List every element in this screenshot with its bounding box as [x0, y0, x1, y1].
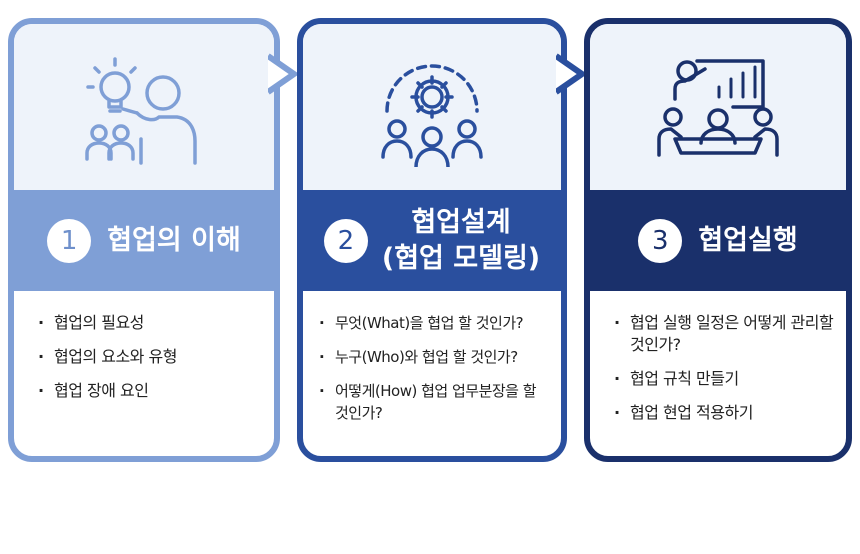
step-1-title-band: 1 협업의 이해: [14, 190, 274, 291]
step-2-bullet: 누구(Who)와 협업 할 것인가?: [317, 346, 551, 368]
step-2-title-line1: 협업설계: [411, 206, 511, 238]
step-1-bullet: 협업 장애 요인: [36, 380, 264, 402]
arrow-right-icon: [268, 53, 300, 95]
step-3-number: 3: [638, 218, 683, 263]
step-1-title: 협업의 이해: [107, 224, 241, 256]
idea-people-icon: [85, 57, 197, 165]
step-3-title-band: 3 협업실행: [590, 190, 846, 291]
step-3-bullet: 협업 현업 적용하기: [612, 402, 836, 424]
step-2-bullet: 무엇(What)을 협업 할 것인가?: [317, 312, 551, 334]
step-card-3: 3 협업실행 협업 실행 일정은 어떻게 관리할 것인가? 협업 규칙 만들기 …: [584, 18, 852, 462]
step-1-number: 1: [47, 218, 92, 263]
step-1-icon-area: [14, 24, 274, 190]
step-2-title: 협업설계 (협업 모델링): [382, 205, 540, 277]
step-2-bullet-list: 무엇(What)을 협업 할 것인가? 누구(Who)와 협업 할 것인가? 어…: [317, 312, 551, 436]
gear-team-icon: [381, 64, 483, 167]
step-1-bullet: 협업의 필요성: [36, 312, 264, 334]
step-2-icon-area: [303, 24, 561, 190]
step-3-bullet-list: 협업 실행 일정은 어떻게 관리할 것인가? 협업 규칙 만들기 협업 현업 적…: [612, 312, 836, 436]
step-3-icon-area: [590, 24, 846, 190]
step-1-bullet-list: 협업의 필요성 협업의 요소와 유형 협업 장애 요인: [36, 312, 264, 414]
step-card-2: 2 협업설계 (협업 모델링) 무엇(What)을 협업 할 것인가? 누구(W…: [297, 18, 567, 462]
meeting-presentation-icon: [657, 59, 779, 157]
step-2-bullet: 어떻게(How) 협업 업무분장을 할 것인가?: [317, 380, 551, 424]
step-1-bullet: 협업의 요소와 유형: [36, 346, 264, 368]
step-card-1: 1 협업의 이해 협업의 필요성 협업의 요소와 유형 협업 장애 요인: [8, 18, 280, 462]
step-2-number: 2: [323, 218, 368, 263]
step-3-bullet: 협업 실행 일정은 어떻게 관리할 것인가?: [612, 312, 836, 356]
step-3-title: 협업실행: [698, 224, 798, 256]
arrow-right-icon: [556, 53, 588, 95]
step-2-title-line2: (협업 모델링): [381, 242, 541, 274]
step-3-bullet: 협업 규칙 만들기: [612, 368, 836, 390]
step-2-title-band: 2 협업설계 (협업 모델링): [303, 190, 561, 291]
